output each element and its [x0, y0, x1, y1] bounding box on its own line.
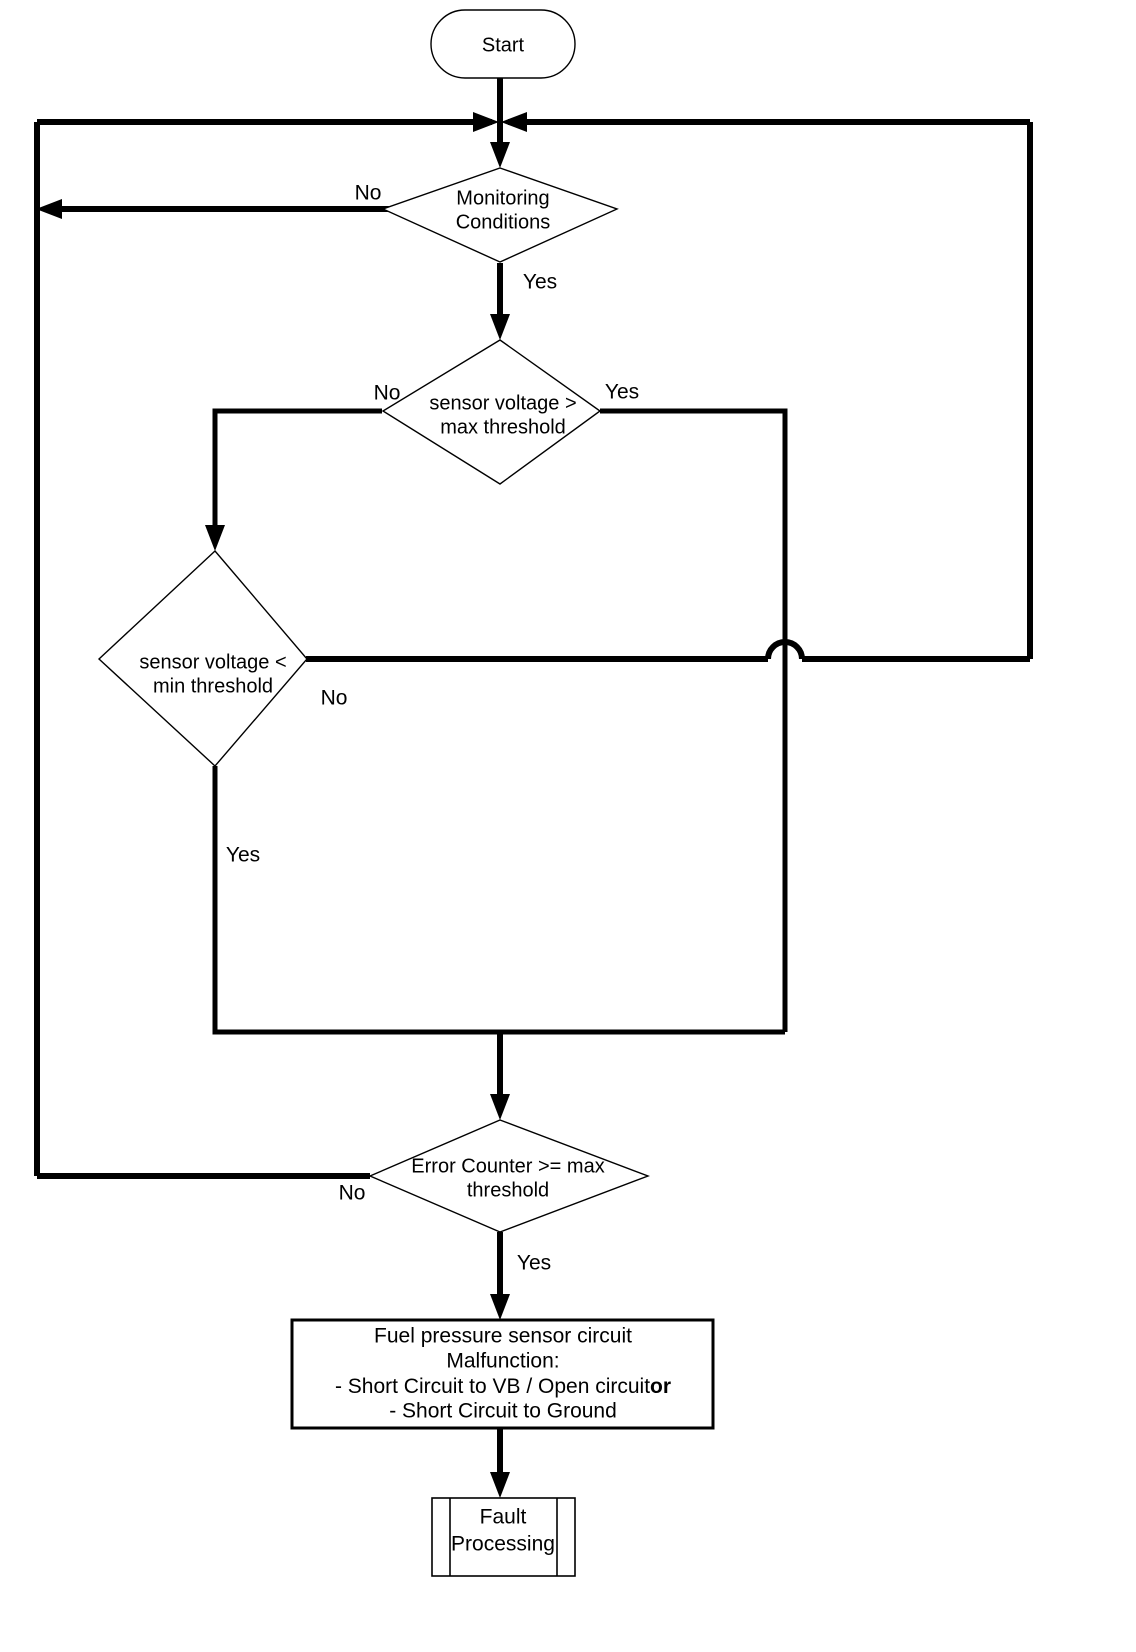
arrowhead-vmin-in — [205, 525, 225, 551]
node-start[interactable]: Start — [430, 9, 576, 79]
faultproc-box-shape — [431, 1497, 576, 1577]
errcounter-label-line2: threshold — [467, 1179, 549, 1201]
malfunction-line3: - Short Circuit to VB / Open circuitor — [335, 1375, 671, 1398]
node-error-counter[interactable]: Error Counter >= max threshold — [368, 1119, 650, 1233]
arrowhead-top-junction-left — [473, 112, 499, 132]
node-fault-processing[interactable]: Fault Processing — [431, 1497, 576, 1577]
node-sensor-voltage-lt-min[interactable]: sensor voltage < min threshold — [97, 549, 308, 768]
arrowhead-malfunction-in — [490, 1294, 510, 1320]
malfunction-box-shape — [290, 1318, 715, 1430]
arrowhead-monitoring-no — [36, 199, 62, 219]
vmax-decision-shape — [381, 339, 602, 485]
edge-label-errcounter-no: No — [339, 1182, 366, 1205]
malfunction-line3-main: - Short Circuit to VB / Open circuit — [335, 1375, 650, 1398]
monitoring-label-line2: Conditions — [456, 211, 551, 233]
connectors-layer — [34, 78, 1033, 1498]
node-malfunction-box[interactable]: Fuel pressure sensor circuit Malfunction… — [290, 1318, 715, 1430]
arrowhead-vmax-in — [490, 314, 510, 340]
edge-label-monitoring-yes: Yes — [523, 271, 557, 294]
monitoring-decision-shape — [381, 167, 619, 263]
start-terminator-shape — [430, 9, 576, 79]
arrowhead-top-junction-right — [501, 112, 527, 132]
vmin-label-line2: min threshold — [153, 675, 273, 697]
start-label: Start — [482, 34, 525, 56]
edge-label-errcounter-yes: Yes — [517, 1252, 551, 1275]
faultproc-line2: Processing — [451, 1533, 555, 1556]
errcounter-decision-shape — [368, 1119, 650, 1233]
arrowhead-errcounter-in — [490, 1094, 510, 1120]
vmax-label-line1: sensor voltage > — [429, 392, 576, 414]
node-sensor-voltage-gt-max[interactable]: sensor voltage > max threshold — [381, 339, 602, 485]
line-hop-arc — [765, 639, 805, 660]
malfunction-line3-or: or — [650, 1375, 671, 1398]
faultproc-line1: Fault — [480, 1506, 527, 1529]
errcounter-label-line1: Error Counter >= max — [411, 1155, 604, 1177]
malfunction-line2: Malfunction: — [446, 1350, 559, 1373]
edge-label-monitoring-no: No — [355, 182, 382, 205]
malfunction-line4: - Short Circuit to Ground — [389, 1400, 617, 1423]
arrowhead-monitoring-in — [490, 142, 510, 168]
edge-label-vmax-no: No — [374, 382, 401, 405]
monitoring-label-line1: Monitoring — [456, 187, 549, 209]
edge-labels-layer: No Yes No Yes No Yes No Yes — [226, 182, 639, 1275]
edge-vmax-yes — [600, 408, 788, 1032]
edge-label-vmin-yes: Yes — [226, 844, 260, 867]
malfunction-line1: Fuel pressure sensor circuit — [374, 1325, 632, 1348]
edge-vmax-no — [212, 408, 382, 532]
node-monitoring-conditions[interactable]: Monitoring Conditions — [381, 167, 619, 263]
vmax-label-line2: max threshold — [440, 416, 566, 438]
edge-vmin-yes — [212, 766, 785, 1035]
arrowhead-faultproc-in — [490, 1472, 510, 1498]
edge-label-vmax-yes: Yes — [605, 381, 639, 404]
edge-label-vmin-no: No — [321, 687, 348, 710]
vmin-decision-shape — [97, 549, 308, 768]
vmin-label-line1: sensor voltage < — [139, 651, 286, 673]
